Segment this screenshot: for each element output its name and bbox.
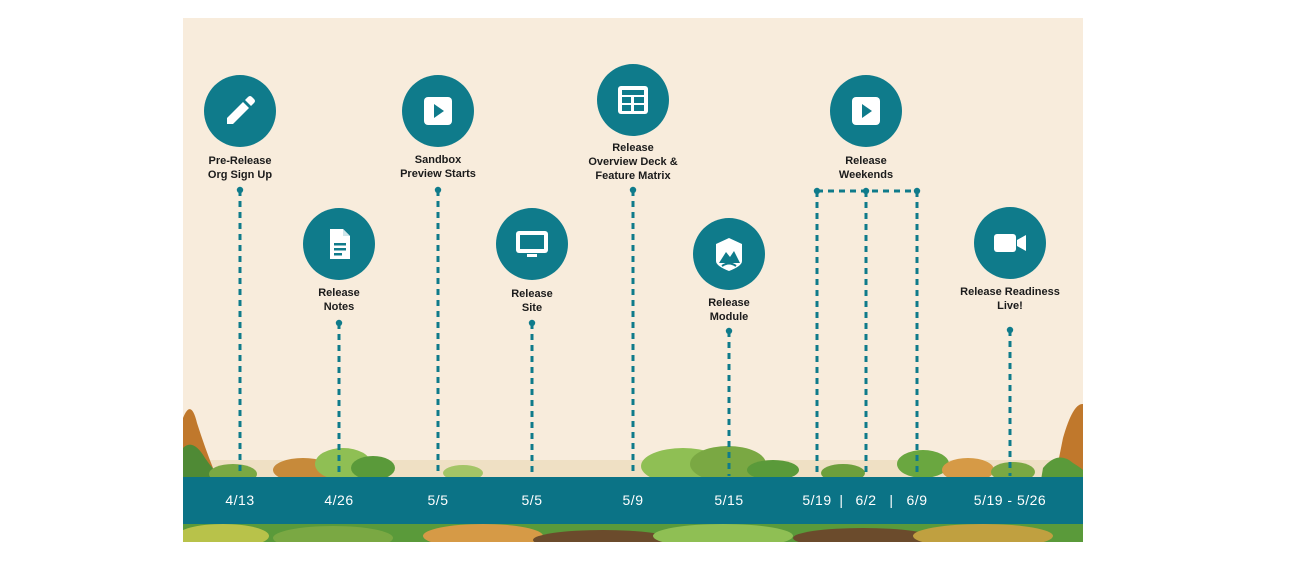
milestone-label-line: Module bbox=[709, 311, 749, 323]
pencil-icon bbox=[227, 96, 255, 124]
connector-dots bbox=[236, 186, 1014, 335]
milestone-label-line: Release bbox=[612, 142, 654, 154]
date-bar: 4/13 4/26 5/5 5/5 5/9 5/15 5/19 | 6/2 | 6/9 5/19 - … bbox=[183, 477, 1083, 524]
date-label-release-weekends-2: 6/9 bbox=[906, 492, 928, 508]
milestone-label-line: Live! bbox=[997, 300, 1023, 312]
date-label-release-weekends-0: 5/19 bbox=[802, 492, 832, 508]
play-icon bbox=[424, 97, 452, 125]
milestone-icon-circle bbox=[974, 207, 1046, 279]
connector-dot-pre-release-org-sign-up bbox=[236, 186, 244, 194]
connector-dot-release-site bbox=[528, 319, 536, 327]
milestone-label-line: Weekends bbox=[838, 169, 894, 181]
play-icon bbox=[852, 97, 880, 125]
milestone-icon-circle bbox=[496, 208, 568, 280]
milestone-icon-circle bbox=[597, 64, 669, 136]
date-separator: | bbox=[889, 492, 894, 508]
date-label-release-weekends-1: 6/2 bbox=[855, 492, 877, 508]
milestone-icon-circle bbox=[830, 75, 902, 147]
foliage-bottom-decoration bbox=[183, 524, 1083, 542]
milestone-icon-circle bbox=[693, 218, 765, 290]
connector-dot-release-weekends-0 bbox=[813, 187, 821, 195]
connector-dot-sandbox-preview-starts bbox=[434, 186, 442, 194]
milestone-label-line: Org Sign Up bbox=[207, 169, 273, 181]
milestone-label-line: Sandbox bbox=[414, 154, 462, 166]
milestone-icon-circle bbox=[402, 75, 474, 147]
connector-dot-release-weekends-2 bbox=[913, 187, 921, 195]
date-label-release-overview-deck: 5/9 bbox=[622, 492, 644, 508]
milestone-icon-circle bbox=[204, 75, 276, 147]
connector-dot-release-module bbox=[725, 327, 733, 335]
milestone-label-line: Release bbox=[318, 287, 360, 299]
date-label-release-site: 5/5 bbox=[521, 492, 543, 508]
connector-lines bbox=[238, 189, 1012, 476]
table-icon bbox=[618, 86, 648, 114]
date-label-release-notes: 4/26 bbox=[324, 492, 354, 508]
milestone-label-line: Release bbox=[511, 288, 553, 300]
milestone-icon-circle bbox=[303, 208, 375, 280]
milestone-label-line: Site bbox=[521, 302, 543, 314]
connector-dot-release-weekends-1 bbox=[862, 187, 870, 195]
milestone-label-line: Release Readiness bbox=[960, 286, 1060, 298]
connector-dot-release-readiness-live bbox=[1006, 326, 1014, 334]
connector-dot-release-overview-deck bbox=[629, 186, 637, 194]
milestone-label-line: Feature Matrix bbox=[595, 170, 671, 182]
milestone-label-line: Release bbox=[708, 297, 750, 309]
date-label-release-readiness-live: 5/19 - 5/26 bbox=[973, 492, 1047, 508]
video-camera-icon bbox=[994, 234, 1026, 252]
milestone-label-line: Pre-Release bbox=[208, 155, 272, 167]
mountain-badge-icon bbox=[716, 238, 742, 271]
monitor-icon bbox=[516, 231, 548, 257]
milestone-label-line: Preview Starts bbox=[400, 168, 476, 180]
milestone-label-line: Release bbox=[845, 155, 887, 167]
date-label-release-module: 5/15 bbox=[714, 492, 744, 508]
milestone-label-line: Overview Deck & bbox=[588, 156, 678, 168]
document-icon bbox=[330, 229, 350, 259]
connector-dot-release-notes bbox=[335, 319, 343, 327]
milestone-label-line: Notes bbox=[323, 301, 355, 313]
date-label-pre-release-org-sign-up: 4/13 bbox=[225, 492, 255, 508]
timeline-scene bbox=[183, 186, 1083, 542]
date-label-sandbox-preview-starts: 5/5 bbox=[427, 492, 449, 508]
date-separator: | bbox=[839, 492, 844, 508]
